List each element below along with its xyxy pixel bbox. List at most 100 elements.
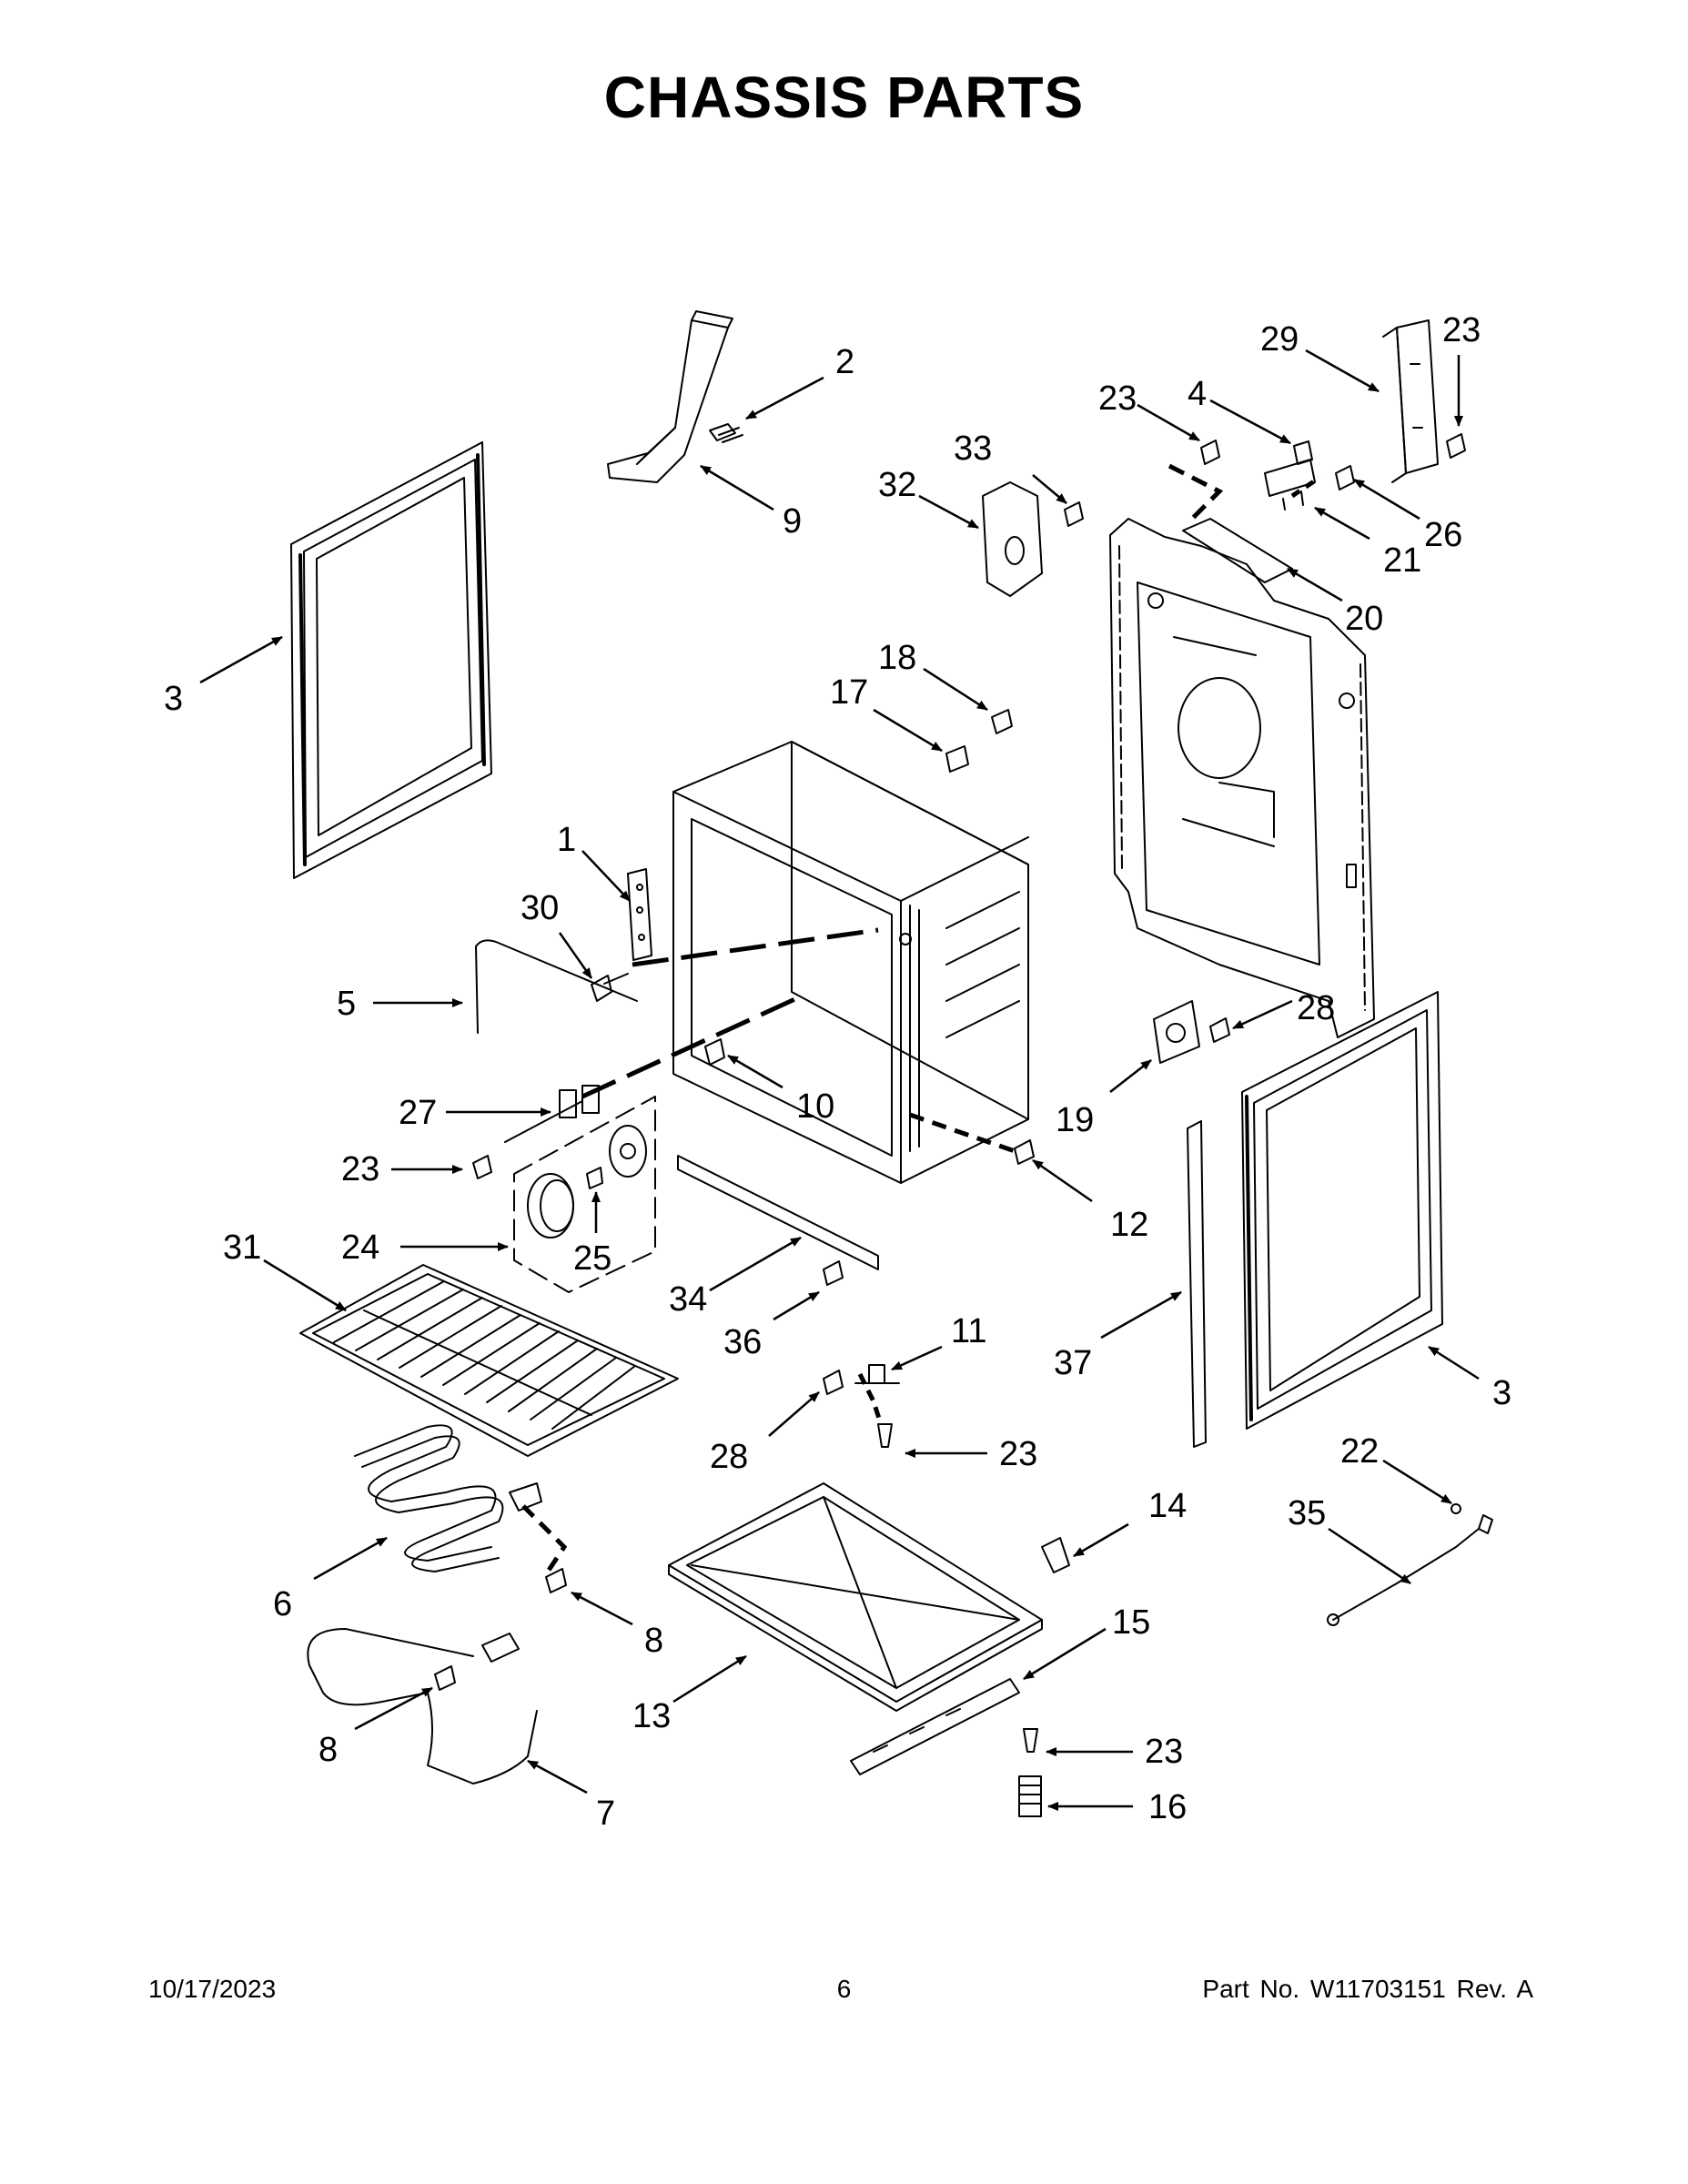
probe-drawing — [504, 1085, 600, 1143]
screw-33-drawing — [1064, 501, 1084, 527]
callout-10: 10 — [796, 1087, 834, 1126]
screw-23-leg-drawing — [1023, 1728, 1038, 1753]
arrow-9 — [700, 464, 774, 511]
callout-8-lower: 8 — [318, 1731, 338, 1769]
assembly-line-1 — [632, 927, 879, 967]
assembly-line-5 — [1290, 475, 1321, 499]
screw-23-top-right-drawing — [1446, 433, 1466, 459]
screw-36-drawing — [823, 1260, 844, 1286]
arrow-19 — [1109, 1059, 1152, 1093]
callout-9: 9 — [783, 502, 802, 541]
callout-35: 35 — [1288, 1494, 1326, 1532]
callout-25: 25 — [573, 1239, 612, 1278]
callout-37: 37 — [1054, 1344, 1092, 1382]
oven-cavity-drawing — [672, 741, 1029, 1184]
arrow-14 — [1073, 1522, 1129, 1558]
hinge-10-drawing — [704, 1038, 725, 1066]
callout-29: 29 — [1260, 320, 1299, 359]
door-switch-drawing — [627, 868, 652, 961]
assembly-line-3 — [909, 1112, 1016, 1154]
wire-harness-drawing — [1327, 1503, 1493, 1626]
callout-19: 19 — [1056, 1101, 1094, 1139]
callout-12: 12 — [1110, 1206, 1148, 1244]
arrow-2 — [745, 376, 824, 420]
callout-26: 26 — [1424, 516, 1462, 554]
screw-28-upper-drawing — [1209, 1017, 1230, 1043]
arrow-26 — [1353, 478, 1420, 521]
arrow-23-top-left — [1137, 403, 1200, 442]
bottom-panel-drawing — [668, 1482, 1043, 1712]
arrow-28-upper — [1232, 999, 1293, 1030]
callout-23-leg: 23 — [1145, 1733, 1183, 1771]
arrow-13 — [672, 1654, 747, 1704]
callout-11: 11 — [951, 1312, 986, 1350]
assembly-line-6 — [521, 1504, 568, 1576]
callout-16: 16 — [1148, 1788, 1187, 1826]
callout-7: 7 — [596, 1795, 615, 1833]
callout-6: 6 — [273, 1585, 292, 1623]
knob-assembly-drawing — [513, 1096, 656, 1293]
arrow-21 — [1314, 506, 1370, 541]
callout-5: 5 — [337, 985, 356, 1023]
clip-drawing — [1041, 1537, 1070, 1573]
oven-rack-drawing — [299, 1264, 679, 1457]
arrow-20 — [1287, 567, 1343, 602]
arrow-10 — [727, 1054, 783, 1089]
callout-23-top-left: 23 — [1098, 379, 1137, 418]
callout-3-right: 3 — [1492, 1374, 1511, 1412]
terminal-knob-drawing — [1293, 440, 1313, 465]
vent-duct-drawing — [1382, 319, 1439, 483]
arrow-22 — [1382, 1459, 1452, 1505]
trim-strip-drawing — [1187, 1120, 1207, 1448]
back-panel-drawing — [1109, 518, 1375, 1038]
arrow-37 — [1100, 1290, 1182, 1340]
footer-date: 10/17/2023 — [148, 1975, 277, 2003]
screw-12-drawing — [1014, 1139, 1035, 1165]
arrow-36 — [773, 1290, 820, 1321]
callout-30: 30 — [521, 889, 559, 927]
arrow-6 — [313, 1536, 388, 1581]
arrow-28-lower — [768, 1391, 820, 1437]
screw-23-top-left-drawing — [1200, 440, 1220, 465]
callout-23-left: 23 — [341, 1150, 379, 1188]
assembly-line-7 — [857, 1372, 884, 1425]
callout-1: 1 — [557, 821, 576, 859]
callout-28-lower: 28 — [710, 1438, 748, 1476]
arrow-8-upper — [571, 1591, 633, 1626]
arrow-31 — [263, 1259, 347, 1312]
page-title: CHASSIS PARTS — [603, 65, 1085, 130]
callout-23-tip: 23 — [999, 1435, 1037, 1473]
callout-18: 18 — [878, 639, 916, 677]
screw-26-drawing — [1335, 465, 1355, 490]
right-side-panel-drawing — [1241, 991, 1443, 1430]
callout-28-upper: 28 — [1297, 989, 1335, 1027]
screw-28-lower-drawing — [823, 1370, 844, 1395]
screw-23-left-drawing — [472, 1155, 492, 1179]
leveling-bracket-drawing — [850, 1678, 1020, 1775]
callout-27: 27 — [399, 1094, 437, 1132]
callout-17: 17 — [830, 673, 868, 712]
callout-14: 14 — [1148, 1487, 1187, 1525]
hinge-receiver-drawing — [1153, 1000, 1200, 1064]
callout-15: 15 — [1112, 1603, 1150, 1642]
callout-20: 20 — [1345, 600, 1383, 638]
arrow-7 — [527, 1759, 588, 1795]
footer-page-number: 6 — [836, 1975, 852, 2003]
callout-22: 22 — [1340, 1432, 1379, 1471]
glide-rail-drawing — [677, 1155, 879, 1270]
arrow-12 — [1032, 1158, 1093, 1203]
callout-3-left: 3 — [164, 680, 183, 718]
arrow-11 — [891, 1345, 943, 1371]
callout-8-upper: 8 — [644, 1622, 663, 1660]
assembly-line-4 — [1167, 463, 1224, 525]
callout-13: 13 — [632, 1697, 671, 1735]
bracket-drawing — [607, 310, 743, 483]
arrow-33 — [1032, 474, 1067, 504]
arrow-17 — [873, 708, 943, 753]
insulation-drawing — [475, 939, 638, 1034]
arrow-34 — [709, 1236, 802, 1292]
arrow-1 — [581, 850, 631, 902]
left-side-panel-drawing — [290, 441, 492, 879]
callout-36: 36 — [723, 1323, 762, 1361]
leveling-leg-drawing — [1018, 1775, 1042, 1817]
